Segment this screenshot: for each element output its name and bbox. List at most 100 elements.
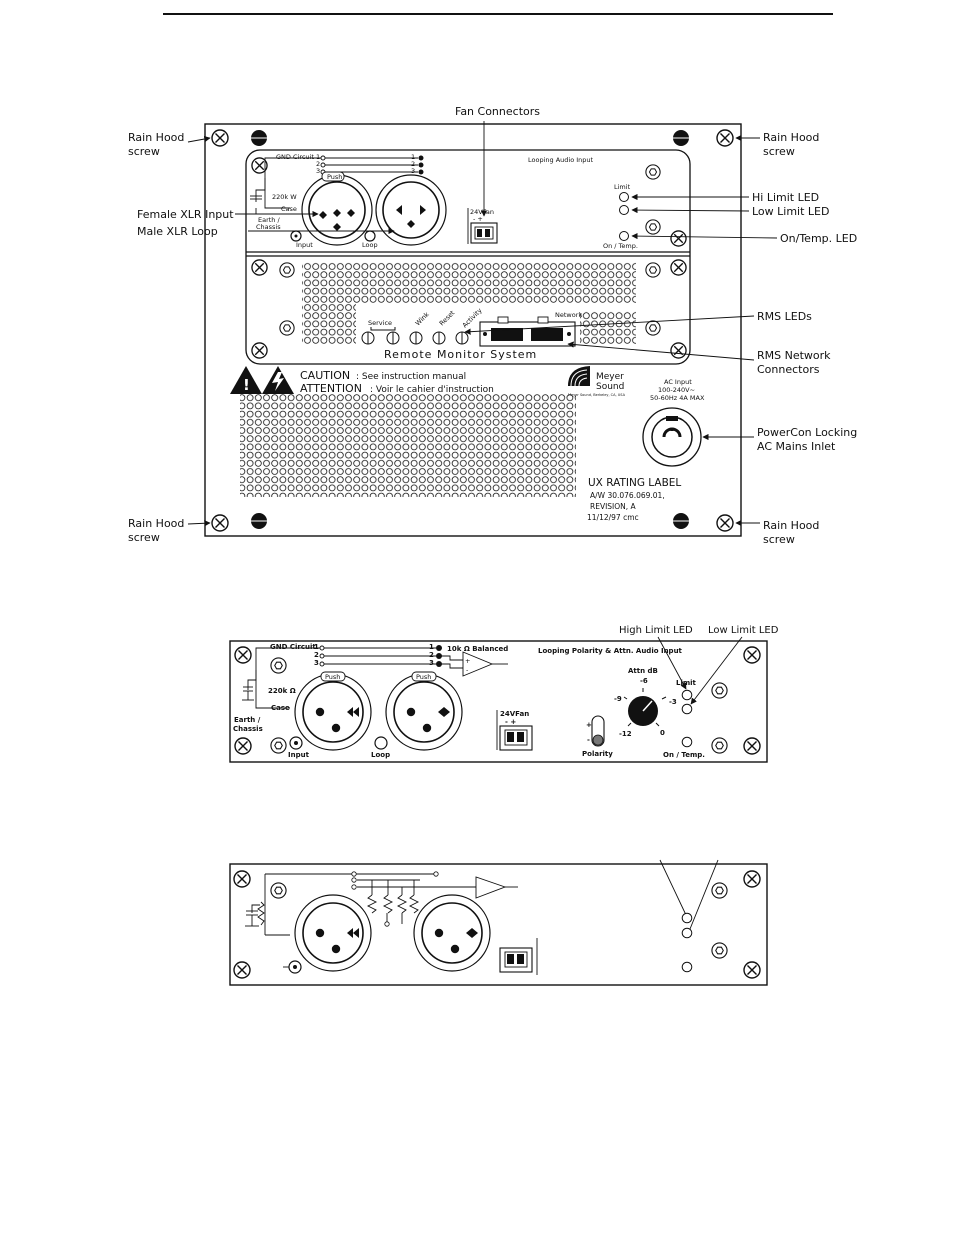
powercon-callout: AC Mains Inlet	[757, 440, 836, 453]
hex-screw-icon	[645, 320, 661, 336]
date-label: 11/12/97 cmc	[587, 513, 639, 522]
on-temp-led	[619, 231, 629, 241]
brand-name: Meyer	[596, 372, 624, 382]
rain-hood-callout: screw	[128, 145, 160, 158]
rain-hood-screw-icon[interactable]	[716, 129, 734, 147]
rms-leds-callout: RMS LEDs	[757, 310, 812, 323]
rain-hood-screw-icon[interactable]	[211, 514, 229, 532]
earth-label: Earth /	[234, 716, 261, 724]
female-xlr-connector[interactable]: Push	[294, 671, 372, 751]
resistor-label: 220k W	[272, 193, 297, 201]
male-xlr-connector[interactable]	[413, 894, 491, 972]
limit-label: Limit	[676, 679, 697, 687]
hex-screw-icon	[711, 682, 728, 699]
brand-address: Meyer Sound, Berkeley, CA, USA	[568, 393, 626, 397]
hex-screw-icon	[711, 942, 728, 959]
input-label: Input	[296, 241, 313, 249]
hex-screw-icon	[711, 737, 728, 754]
low-limit-callout: Low Limit LED	[708, 625, 779, 636]
rain-hood-screw-icon[interactable]	[716, 514, 734, 532]
network-label: Network	[555, 311, 582, 319]
vent-grille	[302, 303, 356, 344]
panel-screw-icon	[743, 646, 761, 664]
rain-hood-callout: screw	[763, 145, 795, 158]
rms-network-connector[interactable]	[479, 316, 576, 347]
hex-screw-icon	[645, 219, 661, 235]
case-label: Case	[271, 704, 290, 712]
male-xlr-callout: Male XLR Loop	[137, 225, 218, 238]
svg-text:!: !	[243, 376, 250, 394]
panel-title: Looping Polarity & Attn. Audio Input	[538, 647, 683, 655]
male-xlr-connector[interactable]	[375, 174, 447, 246]
chassis-label: Chassis	[256, 223, 281, 231]
chassis-label: Chassis	[233, 725, 263, 733]
pin-label: 3	[314, 659, 319, 667]
low-limit-callout: Low Limit LED	[752, 205, 829, 218]
rain-hood-callout: Rain Hood	[763, 519, 819, 532]
brand-name: Sound	[596, 382, 624, 392]
low-limit-led	[619, 205, 629, 215]
revision-label: REVISION, A	[590, 502, 637, 511]
plate-screw-icon	[670, 342, 687, 359]
rain-hood-callout: Rain Hood	[128, 517, 184, 530]
pin-label: 2	[316, 160, 320, 168]
pin-label: 2	[314, 651, 319, 659]
panel-screw-icon	[234, 737, 252, 755]
fan-polarity-label: - +	[473, 215, 483, 223]
gnd-circuit-label: GND Circuit	[276, 153, 314, 161]
hex-screw-icon	[270, 882, 287, 899]
polarity-label: Polarity	[582, 750, 613, 758]
plus-label: +	[586, 721, 592, 729]
panel-screw-icon	[233, 870, 251, 888]
male-xlr-connector[interactable]: Push	[385, 671, 463, 751]
plate-screw-icon	[670, 230, 687, 247]
panel-3	[229, 859, 768, 986]
pin-label: 3	[429, 659, 434, 667]
service-label: Service	[368, 319, 392, 327]
resistor-label: 220k Ω	[268, 687, 296, 695]
loop-label: Loop	[371, 751, 390, 759]
vent-grille	[302, 262, 636, 303]
case-label: Case	[281, 205, 297, 213]
hex-screw-icon	[711, 882, 728, 899]
female-xlr-callout: Female XLR Input	[137, 208, 234, 221]
plate-screw-icon	[251, 259, 268, 276]
on-temp-led	[681, 961, 693, 973]
loop-label: Loop	[362, 241, 378, 249]
fan-24v-label: 24VFan	[500, 710, 529, 718]
rain-hood-callout: screw	[128, 531, 160, 544]
attn-tick: -9	[614, 695, 622, 703]
female-xlr-connector[interactable]: Push	[301, 171, 373, 246]
panel-screw-icon	[743, 737, 761, 755]
hex-screw-icon	[645, 164, 661, 180]
panel-1: GND Circuit 1 2 3 1 2 3 220k W Case Eart…	[128, 105, 857, 546]
balanced-label: 10k Ω Balanced	[447, 645, 508, 653]
pin-label: 1	[314, 643, 319, 651]
female-xlr-connector[interactable]	[294, 894, 372, 972]
push-label: Push	[416, 673, 431, 681]
rain-hood-callout: Rain Hood	[128, 131, 184, 144]
on-temp-led	[681, 736, 693, 748]
rain-hood-screw-icon[interactable]	[211, 129, 229, 147]
on-temp-label: On / Temp.	[603, 242, 638, 250]
low-limit-led	[681, 703, 693, 715]
panel-screw-icon	[743, 870, 761, 888]
hex-screw-icon	[270, 737, 287, 754]
rain-hood-callout: Rain Hood	[763, 131, 819, 144]
looping-audio-input-label: Looping Audio Input	[528, 156, 594, 164]
powercon-callout: PowerCon Locking	[757, 426, 857, 439]
high-limit-led	[681, 689, 693, 701]
aw-label: A/W 30.076.069.01,	[590, 491, 665, 500]
pin-label: 1	[316, 153, 320, 161]
gnd-circuit-label: GND Circuit	[270, 643, 316, 651]
ac-voltage-label: 100-240V~	[658, 386, 695, 394]
vent-grille	[580, 311, 636, 344]
polarity-switch[interactable]	[591, 715, 605, 747]
hi-limit-led	[619, 192, 629, 202]
low-limit-led	[681, 927, 693, 939]
hex-screw-icon	[279, 262, 295, 278]
panel-2: GND Circuit 1 2 3 1 2 3 10k Ω Balanced L…	[229, 625, 779, 763]
powercon-inlet[interactable]	[642, 407, 702, 467]
meyer-sound-logo-icon	[568, 366, 590, 387]
